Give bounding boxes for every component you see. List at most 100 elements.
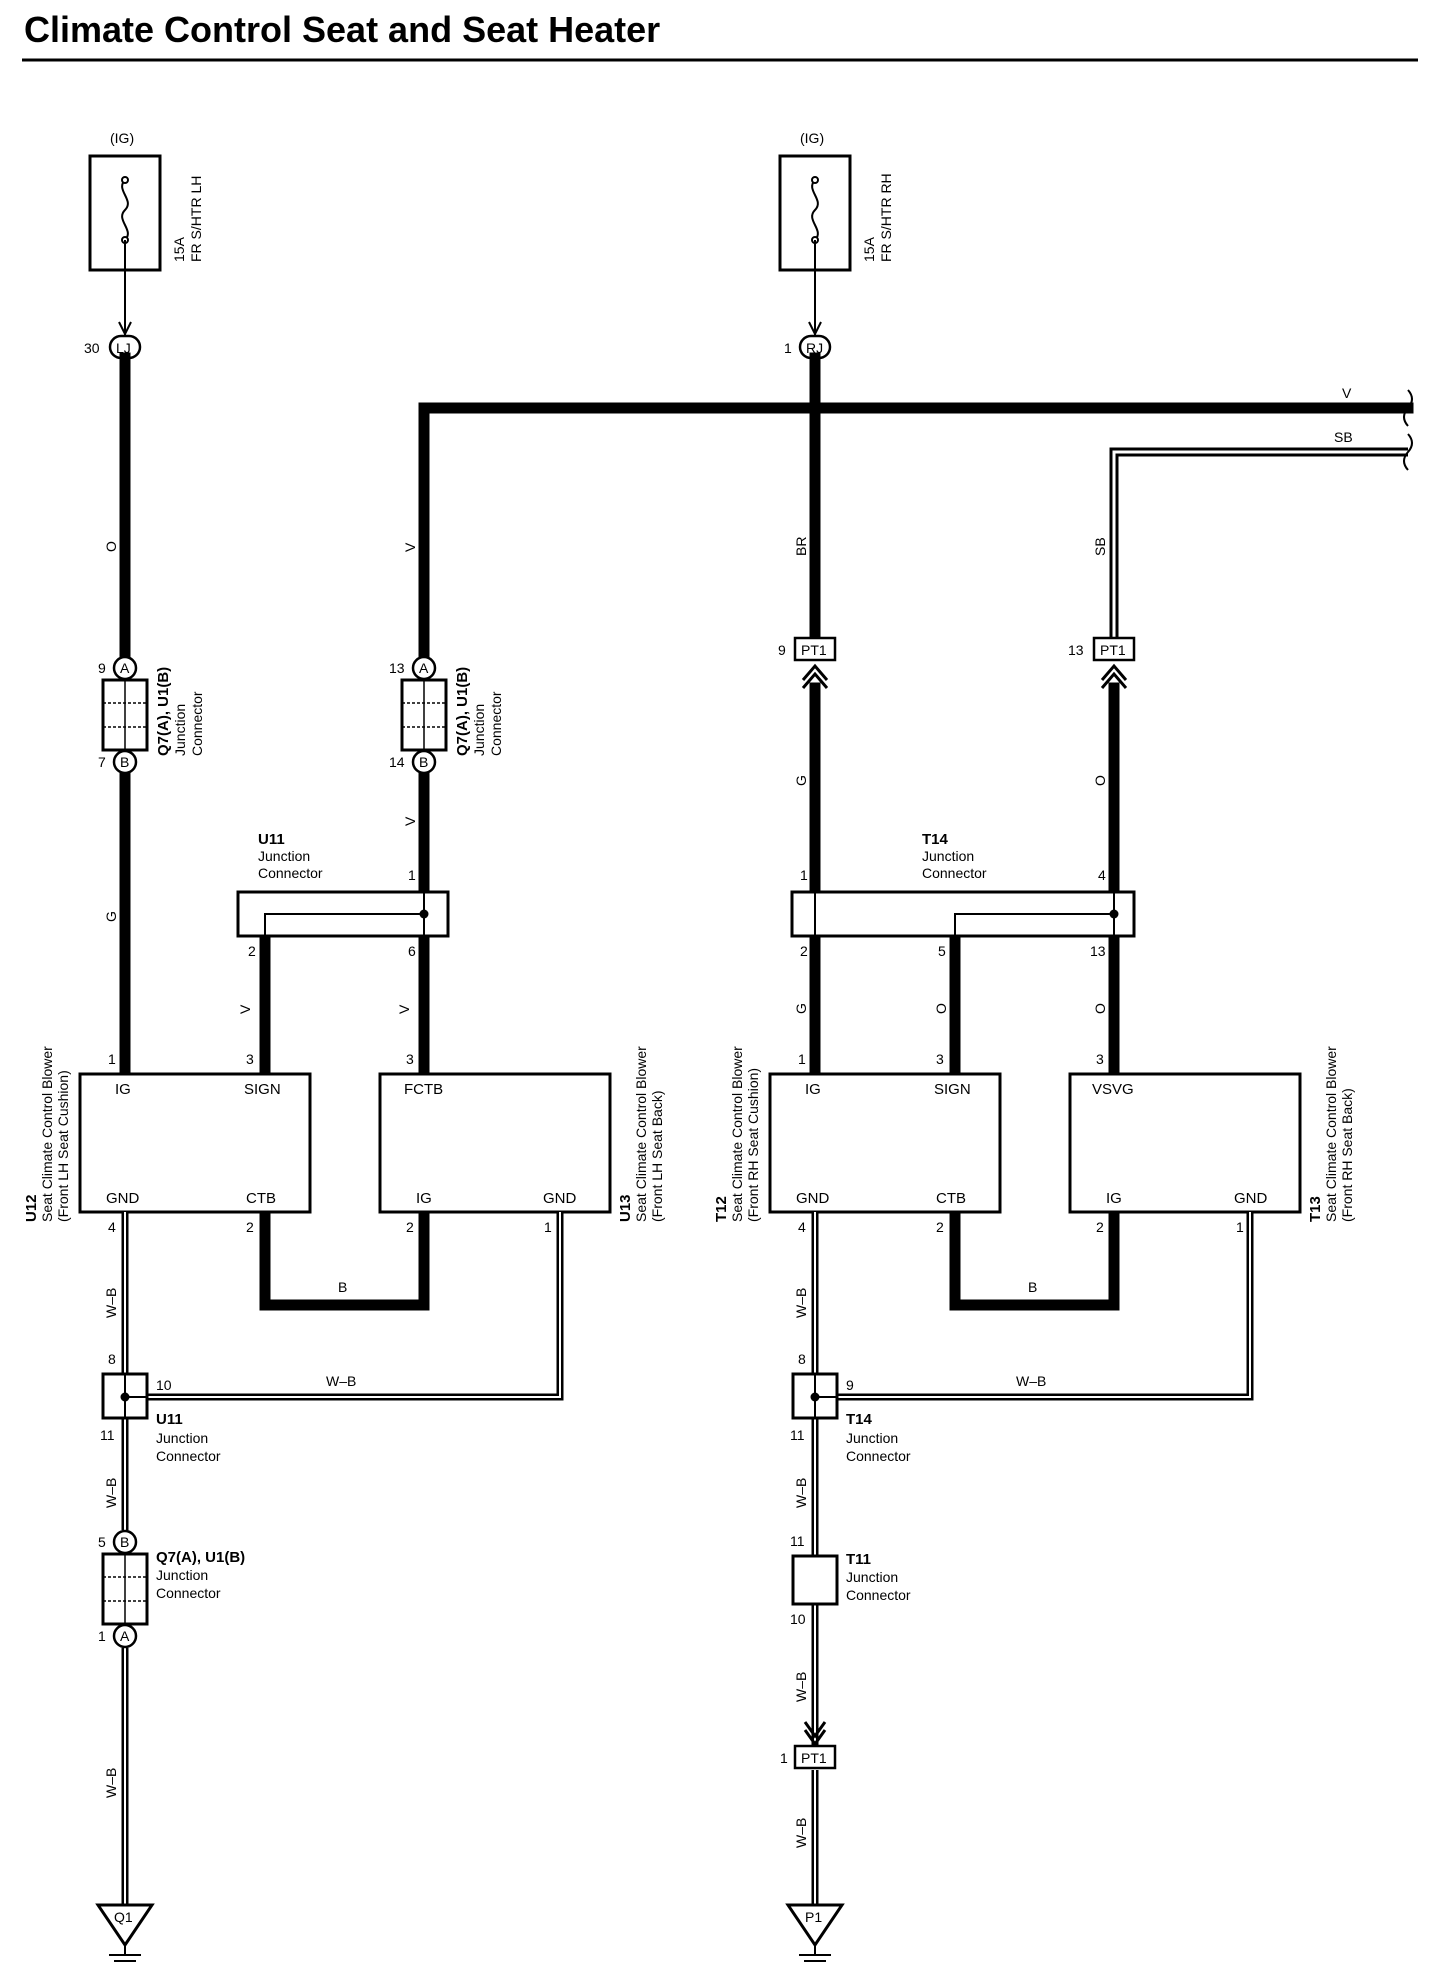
arrow-up-icon — [801, 663, 829, 681]
svg-text:(Front RH Seat Cushion): (Front RH Seat Cushion) — [745, 1068, 761, 1222]
svg-text:8: 8 — [108, 1351, 116, 1367]
svg-text:Junction: Junction — [846, 1430, 898, 1446]
svg-text:Junction: Junction — [258, 848, 310, 864]
fuse-left-icon — [121, 179, 129, 241]
svg-text:V: V — [1342, 385, 1352, 401]
svg-text:IG: IG — [115, 1081, 131, 1098]
connector-pt1-9: PT1 9 — [778, 636, 837, 662]
svg-text:5: 5 — [938, 943, 946, 959]
svg-text:11: 11 — [790, 1533, 805, 1549]
svg-text:4: 4 — [108, 1219, 116, 1235]
svg-text:CTB: CTB — [936, 1190, 966, 1207]
svg-text:Seat Climate Control Blower: Seat Climate Control Blower — [1323, 1046, 1339, 1222]
svg-text:Connector: Connector — [922, 865, 987, 881]
svg-text:1: 1 — [108, 1051, 116, 1067]
svg-text:Q7(A), U1(B): Q7(A), U1(B) — [156, 1549, 245, 1566]
svg-text:PT1: PT1 — [801, 1750, 827, 1766]
svg-text:3: 3 — [406, 1051, 414, 1067]
svg-text:T13: T13 — [1307, 1196, 1324, 1222]
svg-text:Connector: Connector — [156, 1585, 221, 1601]
svg-text:P1: P1 — [805, 1909, 822, 1925]
svg-text:9: 9 — [778, 642, 786, 658]
svg-text:O: O — [103, 541, 119, 552]
connector-lj: LJ 30 — [84, 334, 142, 360]
svg-text:Junction: Junction — [846, 1569, 898, 1585]
svg-text:Seat Climate Control Blower: Seat Climate Control Blower — [633, 1046, 649, 1222]
arrow-down-icon — [808, 321, 822, 337]
svg-text:2: 2 — [800, 943, 808, 959]
svg-text:G: G — [103, 911, 119, 922]
svg-text:LJ: LJ — [116, 340, 131, 356]
svg-text:Connector: Connector — [488, 691, 504, 756]
svg-text:15A: 15A — [861, 236, 877, 262]
svg-text:4: 4 — [1098, 867, 1106, 883]
connector-pt1-13: PT1 13 — [1068, 636, 1136, 662]
svg-text:Junction: Junction — [156, 1430, 208, 1446]
svg-text:11: 11 — [100, 1427, 115, 1443]
svg-text:2: 2 — [1096, 1219, 1104, 1235]
svg-text:W–B: W–B — [793, 1478, 809, 1508]
svg-text:SIGN: SIGN — [934, 1081, 971, 1098]
svg-text:U12: U12 — [23, 1194, 40, 1222]
svg-text:10: 10 — [790, 1611, 806, 1627]
svg-text:1: 1 — [784, 340, 792, 356]
svg-text:Seat Climate Control Blower: Seat Climate Control Blower — [39, 1046, 55, 1222]
connector-q7-top-mid: A B 13 14 Q7(A), U1(B) Junction Connecto… — [389, 655, 504, 775]
svg-text:1: 1 — [800, 867, 808, 883]
svg-text:T11: T11 — [846, 1551, 871, 1568]
ground-q1: Q1 — [95, 1903, 155, 1962]
svg-text:U13: U13 — [617, 1194, 634, 1222]
svg-text:IG: IG — [416, 1190, 432, 1207]
svg-text:SIGN: SIGN — [244, 1081, 281, 1098]
svg-text:3: 3 — [1096, 1051, 1104, 1067]
junction-t11: 11 10 T11 Junction Connector — [790, 1533, 911, 1627]
svg-text:A: A — [419, 660, 429, 676]
svg-text:W–B: W–B — [326, 1373, 356, 1389]
arrow-up-icon — [1100, 671, 1128, 689]
connector-q7-bottom: B A 5 1 Q7(A), U1(B) Junction Connector — [98, 1529, 245, 1649]
arrow-up-icon — [801, 671, 829, 689]
svg-text:V: V — [237, 1004, 253, 1014]
svg-text:GND: GND — [543, 1190, 577, 1207]
wire-labels: O G V V V V B BR SB G O G O O B W–B W–B … — [103, 537, 1108, 1848]
junction-u11-top: U11 Junction Connector 1 2 6 — [236, 831, 450, 959]
junction-t14-bottom: 8 9 11 T14 Junction Connector — [790, 1351, 911, 1464]
junction-t14-top: T14 Junction Connector 1 4 2 5 13 — [790, 831, 1136, 959]
svg-text:CTB: CTB — [246, 1190, 276, 1207]
svg-text:A: A — [120, 1628, 130, 1644]
svg-text:1: 1 — [798, 1051, 806, 1067]
svg-text:W–B: W–B — [1016, 1373, 1046, 1389]
svg-text:Junction: Junction — [922, 848, 974, 864]
svg-text:15A: 15A — [171, 236, 187, 262]
svg-text:W–B: W–B — [103, 1478, 119, 1508]
svg-text:G: G — [793, 1003, 809, 1014]
svg-text:FCTB: FCTB — [404, 1081, 443, 1098]
page-title: Climate Control Seat and Seat Heater — [24, 9, 660, 50]
svg-text:IG: IG — [805, 1081, 821, 1098]
svg-text:V: V — [402, 542, 418, 552]
connector-q7-top-left: A B 9 7 Q7(A), U1(B) Junction Connector — [98, 655, 205, 775]
svg-text:3: 3 — [246, 1051, 254, 1067]
svg-text:A: A — [120, 660, 130, 676]
svg-text:FR S/HTR LH: FR S/HTR LH — [188, 176, 204, 262]
svg-text:O: O — [933, 1003, 949, 1014]
svg-text:O: O — [1092, 1003, 1108, 1014]
svg-text:Connector: Connector — [189, 691, 205, 756]
svg-text:3: 3 — [936, 1051, 944, 1067]
arrow-down-icon — [118, 321, 132, 337]
svg-text:B: B — [120, 1534, 129, 1550]
component-u13: FCTB IG GND 3 2 1 U13 Seat Climate Contr… — [378, 1046, 665, 1235]
svg-text:1: 1 — [544, 1219, 552, 1235]
svg-text:T14: T14 — [846, 1411, 873, 1428]
svg-text:(Front RH Seat Back): (Front RH Seat Back) — [1339, 1088, 1355, 1222]
svg-text:4: 4 — [798, 1219, 806, 1235]
svg-text:13: 13 — [389, 660, 405, 676]
svg-text:W–B: W–B — [103, 1768, 119, 1798]
svg-text:5: 5 — [98, 1534, 106, 1550]
svg-text:Connector: Connector — [258, 865, 323, 881]
svg-text:1: 1 — [408, 867, 416, 883]
svg-text:SB: SB — [1334, 429, 1353, 445]
svg-text:1: 1 — [98, 1628, 106, 1644]
svg-text:30: 30 — [84, 340, 100, 356]
svg-text:B: B — [338, 1279, 347, 1295]
